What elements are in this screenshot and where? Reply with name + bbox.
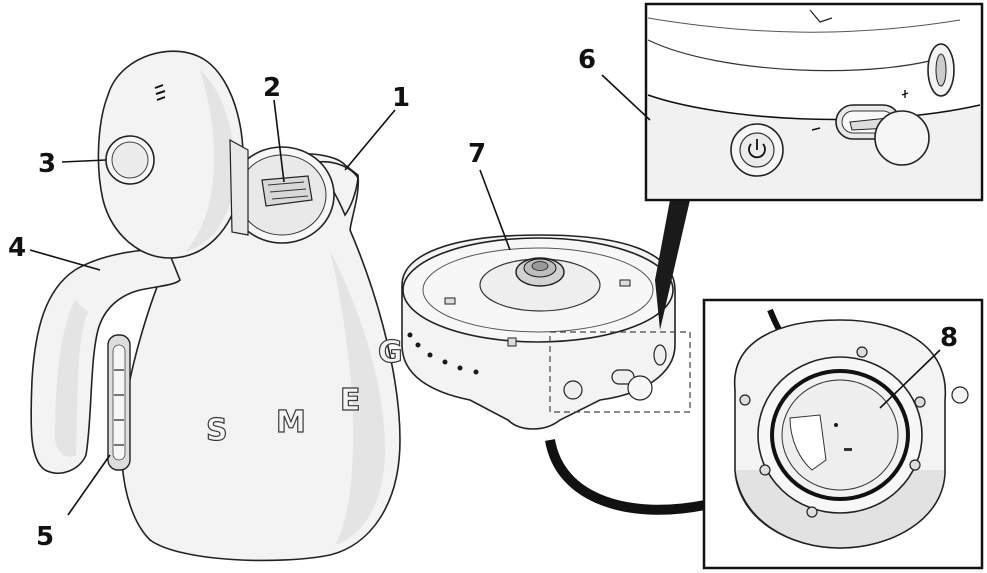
kettle-lid — [97, 50, 249, 259]
kettle-body — [120, 152, 401, 562]
logo-letter-m: M — [276, 405, 306, 440]
base-power-button — [563, 380, 583, 400]
power-icon — [748, 139, 766, 159]
zoom-band-6 — [655, 200, 690, 330]
logo-letter-s: S — [206, 413, 228, 448]
leader-lines — [29, 74, 941, 516]
power-base — [401, 234, 691, 430]
callout-3: 3 — [38, 149, 56, 179]
temperature-leds — [407, 332, 479, 375]
slider-knob — [874, 110, 930, 166]
callout-7: 7 — [468, 139, 486, 169]
callout-1: 1 — [392, 83, 410, 113]
callout-5: 5 — [36, 522, 54, 552]
callout-2: 2 — [263, 73, 281, 103]
callout-6: 6 — [578, 45, 596, 75]
limescale-filter — [261, 175, 313, 207]
callout-8: 8 — [940, 323, 958, 353]
power-cord — [545, 438, 706, 515]
logo-letter-e: E — [340, 383, 361, 418]
callout-4: 4 — [8, 233, 26, 263]
temperature-slider — [811, 90, 930, 166]
kettle: S M E G — [30, 50, 403, 562]
water-level-window — [107, 334, 131, 471]
logo-letter-g: G — [378, 335, 403, 370]
zoom-detail-controls — [644, 2, 984, 202]
detail-box — [549, 331, 691, 413]
zoom-detail-underside — [702, 298, 984, 570]
